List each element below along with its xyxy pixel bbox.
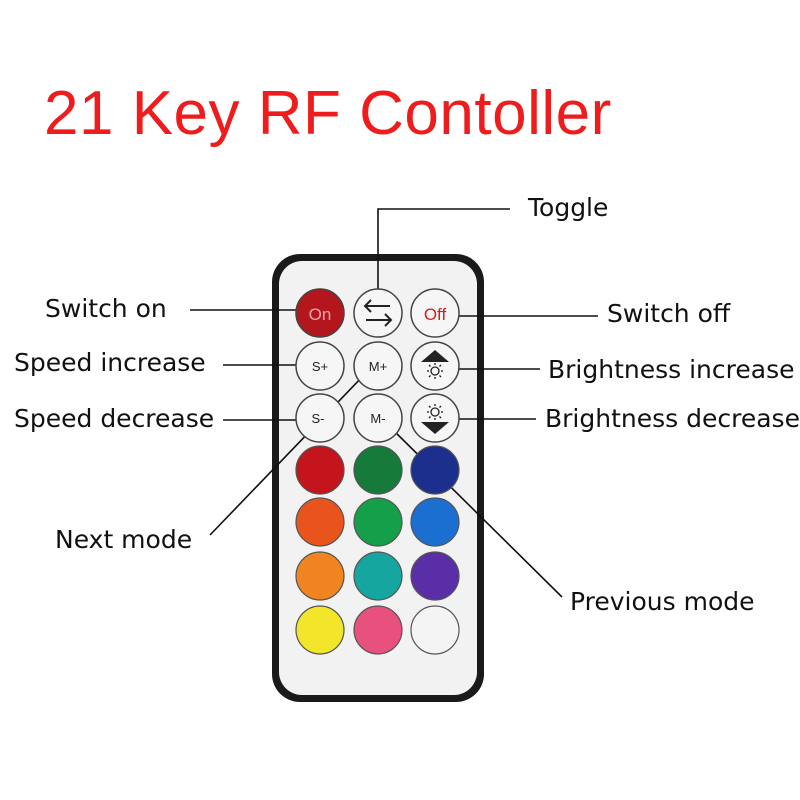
color-key-button[interactable] bbox=[353, 497, 403, 547]
label-toggle: Toggle bbox=[528, 193, 609, 222]
page-title: 21 Key RF Contoller bbox=[44, 79, 612, 148]
color-key-button[interactable] bbox=[410, 445, 460, 495]
color-key-button[interactable] bbox=[353, 605, 403, 655]
color-key-button[interactable] bbox=[410, 497, 460, 547]
off-button-label: Off bbox=[424, 305, 447, 324]
color-keys-grid bbox=[295, 445, 460, 655]
mode-minus-label: M- bbox=[370, 411, 385, 426]
color-key-button[interactable] bbox=[353, 445, 403, 495]
label-switch-on: Switch on bbox=[45, 294, 167, 323]
label-brightness-decrease: Brightness decrease bbox=[545, 404, 800, 433]
speed-increase-button[interactable]: S+ bbox=[295, 341, 345, 391]
label-speed-increase: Speed increase bbox=[14, 348, 206, 377]
leader-toggle bbox=[377, 208, 510, 296]
sun-icon bbox=[427, 363, 443, 379]
leader-lines bbox=[190, 208, 598, 598]
color-key-button[interactable] bbox=[410, 551, 460, 601]
color-key-button[interactable] bbox=[295, 445, 345, 495]
on-button[interactable]: On bbox=[295, 288, 345, 338]
toggle-arrows-icon bbox=[363, 299, 393, 327]
arrow-up-icon bbox=[421, 350, 449, 362]
color-key-button[interactable] bbox=[410, 605, 460, 655]
color-key-button[interactable] bbox=[353, 551, 403, 601]
label-switch-off: Switch off bbox=[607, 299, 731, 328]
mode-plus-label: M+ bbox=[369, 359, 387, 374]
color-key-button[interactable] bbox=[295, 497, 345, 547]
off-button[interactable]: Off bbox=[410, 288, 460, 338]
mode-increase-button[interactable]: M+ bbox=[353, 341, 403, 391]
label-next-mode: Next mode bbox=[55, 525, 193, 554]
on-button-label: On bbox=[309, 305, 332, 324]
label-speed-decrease: Speed decrease bbox=[14, 404, 215, 433]
speed-decrease-button[interactable]: S- bbox=[295, 393, 345, 443]
leader-next-mode bbox=[209, 373, 366, 536]
toggle-button[interactable] bbox=[353, 288, 403, 338]
color-key-button[interactable] bbox=[295, 605, 345, 655]
sun-icon bbox=[427, 404, 443, 420]
color-key-button[interactable] bbox=[295, 551, 345, 601]
arrow-down-icon bbox=[421, 422, 449, 434]
speed-minus-label: S- bbox=[312, 411, 325, 426]
label-brightness-increase: Brightness increase bbox=[548, 355, 795, 384]
brightness-decrease-button[interactable] bbox=[410, 393, 460, 443]
mode-decrease-button[interactable]: M- bbox=[353, 393, 403, 443]
brightness-increase-button[interactable] bbox=[410, 341, 460, 391]
speed-plus-label: S+ bbox=[312, 359, 328, 374]
label-previous-mode: Previous mode bbox=[570, 587, 755, 616]
